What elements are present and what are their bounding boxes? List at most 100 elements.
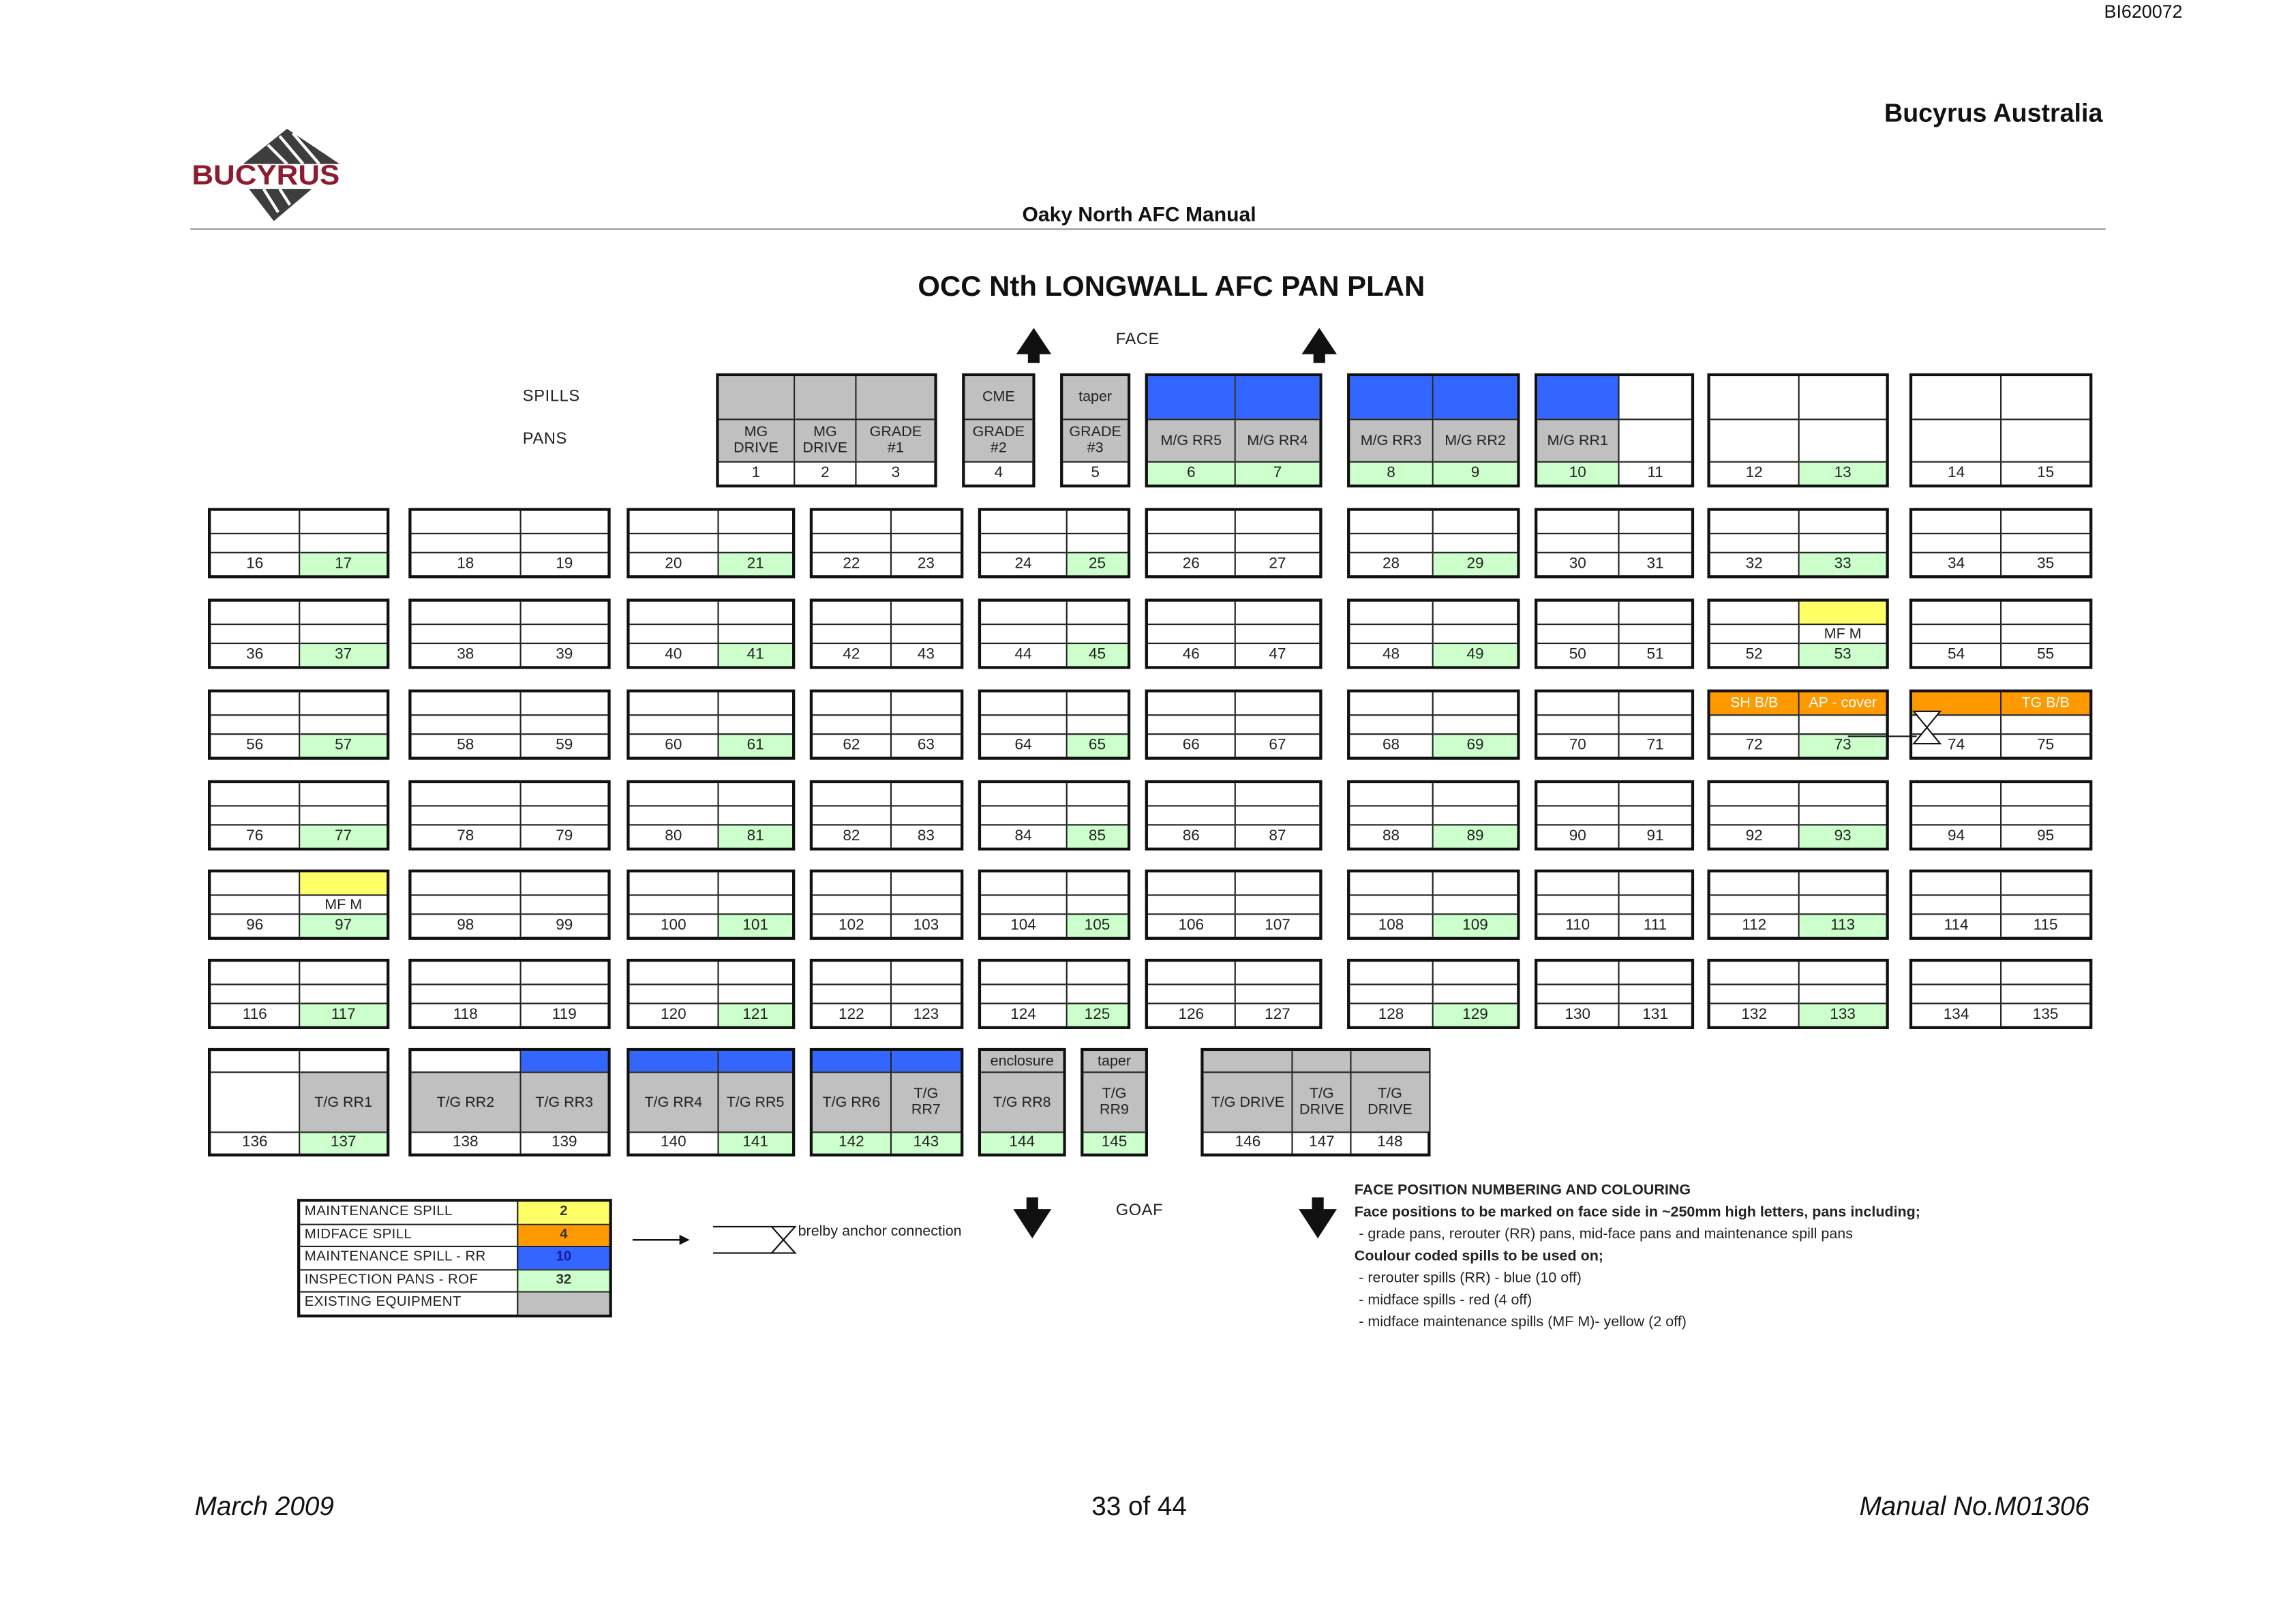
pan-spill-cell — [1293, 1051, 1350, 1072]
pan-spill-cell — [1710, 783, 1798, 804]
pan-number: 22 — [813, 552, 890, 575]
pan-119: 119 — [519, 962, 608, 1026]
pan-number: 122 — [813, 1003, 890, 1026]
pan-marker — [629, 623, 718, 643]
pan-marker — [1067, 714, 1128, 734]
pan-76: 76 — [211, 783, 299, 848]
pan-125: 125 — [1066, 962, 1128, 1026]
pan-marker — [1537, 714, 1618, 734]
pan-marker — [891, 623, 961, 643]
pan-marker — [2002, 983, 2090, 1004]
pan-marker — [1912, 714, 2001, 734]
pan-spill-cell — [300, 1051, 387, 1071]
pan-spill-cell — [1619, 783, 1691, 804]
pan-marker — [1067, 983, 1128, 1004]
pan-39: 39 — [519, 601, 608, 667]
pan-56: 56 — [211, 692, 299, 757]
pan-number: 119 — [521, 1003, 608, 1026]
pan-spill-cell — [1912, 783, 2000, 804]
pan-spill-cell — [1350, 962, 1432, 983]
bucyrus-logo: BUCYRUS — [192, 129, 340, 221]
pan-spill-cell — [2002, 376, 2089, 419]
pan-96: 96 — [211, 872, 299, 937]
pan-91: 91 — [1618, 783, 1691, 848]
pan-spill-cell — [1537, 511, 1618, 532]
notes-line: - rerouter spills (RR) - blue (10 off) — [1359, 1270, 1582, 1287]
pan-number: 61 — [719, 733, 792, 757]
pan-marker — [521, 623, 608, 643]
pan-marker — [1912, 623, 2001, 643]
pan-108: 108 — [1350, 872, 1432, 937]
pan-number: 17 — [300, 552, 387, 576]
pan-36: 36 — [211, 602, 299, 667]
pan-126: 126 — [1147, 962, 1235, 1026]
pan-24: 24 — [981, 511, 1066, 576]
pan-number: 115 — [2002, 914, 2090, 936]
pan-spill-cell — [1350, 692, 1432, 714]
pan-number: 67 — [1235, 733, 1320, 756]
pan-marker — [719, 714, 792, 734]
pan-marker — [2002, 623, 2090, 643]
legend-arrow-right-icon — [632, 1234, 690, 1245]
pan-118: 118 — [411, 962, 520, 1026]
pan-label: M/G RR4 — [1235, 419, 1320, 461]
pan-number: 44 — [981, 643, 1066, 666]
pan-marker — [891, 983, 961, 1004]
pan-label: T/G RR9 — [1083, 1071, 1145, 1132]
pan-marker — [981, 532, 1066, 553]
pan-number: 118 — [411, 1003, 520, 1026]
pan-number: 108 — [1350, 914, 1432, 936]
pan-15: 15 — [2000, 376, 2090, 485]
pan-spill-cell — [630, 962, 718, 983]
pan-114: 114 — [1912, 872, 2001, 937]
pan-spill-cell — [211, 872, 299, 893]
pan-62: 62 — [813, 692, 890, 757]
pan-spill-cell — [1350, 602, 1432, 623]
pan-number: 58 — [411, 733, 520, 756]
pan-spill-cell — [630, 511, 718, 532]
pan-spill-cell — [1067, 962, 1128, 983]
pan-number: 47 — [1235, 643, 1320, 666]
pan-104: 104 — [981, 872, 1066, 937]
pan-spill-cell — [521, 692, 607, 714]
pan-number: 2 — [794, 461, 856, 485]
pan-marker — [1619, 532, 1691, 553]
pan-spill-cell — [1710, 376, 1798, 419]
pan-marker — [629, 893, 718, 915]
pan-spill-cell — [521, 1051, 608, 1072]
pan-37: 37 — [299, 601, 387, 667]
pan-number: 107 — [1235, 914, 1320, 936]
pan-label: M/G RR3 — [1350, 419, 1432, 461]
pan-marker — [1350, 893, 1432, 915]
pan-35: 35 — [2000, 510, 2090, 576]
pan-marker — [1799, 893, 1886, 915]
pan-number: 123 — [891, 1003, 961, 1026]
pan-marker — [813, 714, 890, 734]
pan-marker — [300, 623, 387, 643]
pan-number: 120 — [629, 1003, 718, 1026]
pan-marker — [1235, 804, 1320, 825]
legend-label: EXISTING EQUIPMENT — [304, 1294, 462, 1311]
pan-64: 64 — [981, 692, 1066, 757]
pan-41: 41 — [717, 601, 792, 667]
pan-28: 28 — [1350, 511, 1432, 576]
pan-spill-cell — [892, 602, 961, 623]
pan-number: 124 — [981, 1003, 1066, 1026]
pan-marker — [891, 804, 961, 825]
